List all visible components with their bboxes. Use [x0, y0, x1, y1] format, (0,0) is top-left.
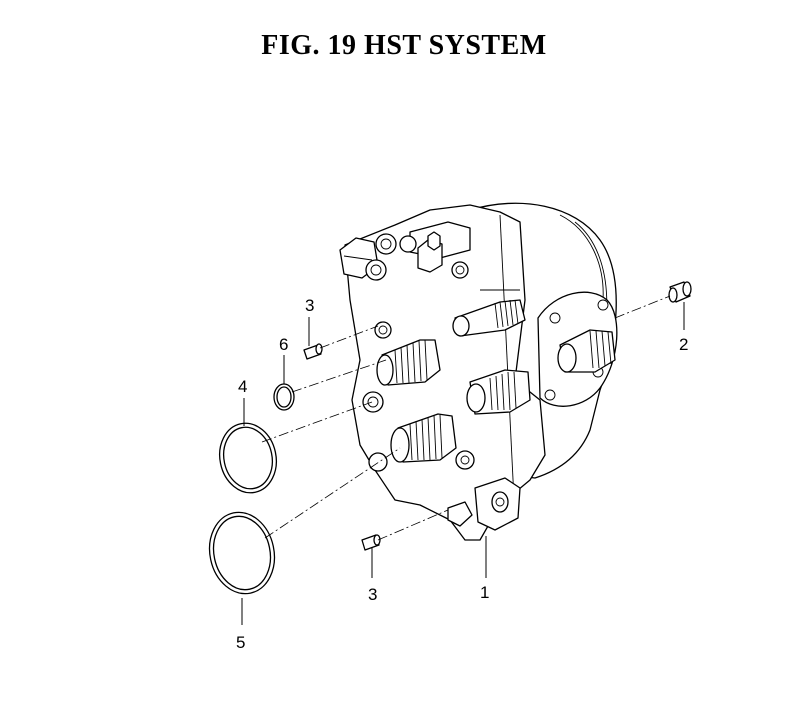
- o-ring-part-5: [208, 511, 276, 595]
- callout-4: 4: [238, 377, 247, 396]
- o-ring-part-4: [219, 422, 277, 494]
- dowel-pin-part-3-bottom: [361, 534, 381, 551]
- dowel-pin-part-3-top: [303, 343, 323, 360]
- bushing-part-2: [668, 281, 692, 303]
- o-ring-part-6: [273, 383, 295, 411]
- callout-6: 6: [279, 335, 288, 354]
- assembly-centerlines: [261, 295, 671, 541]
- callout-1: 1: [480, 583, 489, 602]
- callout-3-bottom: 3: [368, 585, 377, 604]
- callout-2: 2: [679, 335, 688, 354]
- leader-lines: [241, 302, 685, 625]
- callout-5: 5: [236, 633, 245, 652]
- callout-3-top: 3: [305, 296, 314, 315]
- output-flange: [537, 291, 618, 407]
- figure-title: FIG. 19 HST SYSTEM: [261, 30, 547, 61]
